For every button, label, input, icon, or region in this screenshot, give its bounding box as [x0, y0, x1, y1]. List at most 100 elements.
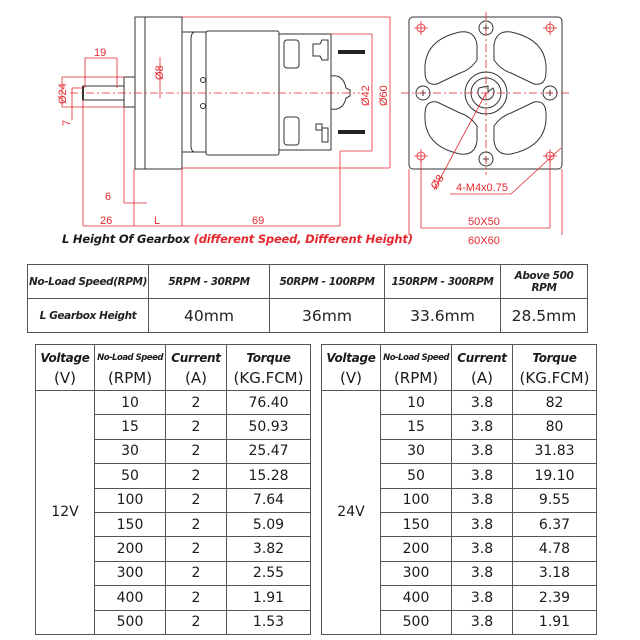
rpm-cell: 400	[380, 585, 452, 611]
torque-cell: 1.91	[226, 585, 311, 611]
current-cell: 2	[165, 560, 227, 587]
current-cell: 2	[165, 414, 227, 440]
header-current: Current(A)	[451, 344, 513, 391]
speed-range: 5RPM - 30RPM	[148, 264, 270, 299]
header-speed: No-Load Speed(RPM)	[380, 344, 452, 391]
torque-cell: 2.55	[226, 560, 311, 587]
current-cell: 3.8	[451, 463, 513, 489]
spec-header-row: Voltage(V) No-Load Speed(RPM) Current(A)…	[321, 344, 597, 391]
dim-front-d8: Ø8	[429, 173, 447, 192]
current-cell: 3.8	[451, 609, 513, 635]
current-cell: 3.8	[451, 585, 513, 611]
dim-mount-holes: 4-M4x0.75	[456, 182, 508, 194]
rpm-cell: 500	[94, 609, 166, 635]
header-torque: Torque(KG.FCM)	[226, 344, 311, 391]
dim-d42: Ø42	[360, 85, 372, 106]
torque-cell: 1.91	[512, 609, 597, 635]
current-cell: 2	[165, 463, 227, 489]
dim-7: 7	[61, 120, 73, 126]
rpm-cell: 300	[94, 560, 166, 587]
terminal-wires	[338, 50, 365, 134]
rpm-cell: 30	[94, 438, 166, 465]
current-cell: 2	[165, 389, 227, 416]
torque-cell: 15.28	[226, 463, 311, 489]
rpm-cell: 200	[94, 536, 166, 562]
rpm-cell: 100	[94, 487, 166, 513]
mounting-holes	[414, 21, 557, 163]
dim-L: L	[154, 215, 160, 227]
rpm-cell: 300	[380, 560, 452, 587]
dim-d60: Ø60	[378, 85, 390, 106]
side-view-dimensions	[61, 16, 391, 227]
drawing-caption: L Height Of Gearbox (different Speed, Di…	[62, 232, 413, 246]
caption-main: L Height Of Gearbox	[62, 232, 190, 246]
current-cell: 2	[165, 487, 227, 513]
lobe-top-right	[493, 31, 547, 85]
torque-cell: 1.53	[226, 609, 311, 635]
gearbox-height-value: 40mm	[148, 298, 270, 333]
torque-cell: 80	[512, 414, 597, 440]
lobe-bottom-left	[424, 101, 478, 155]
gearbox-height-table: No-Load Speed(RPM) 5RPM - 30RPM 50RPM - …	[27, 264, 588, 333]
dim-69: 69	[252, 215, 264, 227]
voltage-cell: 12V	[35, 390, 95, 635]
rpm-cell: 10	[94, 389, 166, 416]
front-view-dimension-labels: Ø8 4-M4x0.75 50X50	[429, 173, 508, 228]
row-label-speed: No-Load Speed(RPM)	[27, 264, 149, 299]
dim-d8: Ø8	[154, 65, 166, 80]
header-voltage: Voltage(V)	[35, 344, 95, 391]
rpm-cell: 150	[380, 511, 452, 538]
dim-6: 6	[105, 191, 111, 203]
current-cell: 2	[165, 438, 227, 465]
header-torque: Torque(KG.FCM)	[512, 344, 597, 391]
torque-cell: 5.09	[226, 511, 311, 538]
spec-header-row: Voltage(V) No-Load Speed(RPM) Current(A)…	[35, 344, 311, 391]
torque-cell: 3.82	[226, 536, 311, 562]
current-cell: 3.8	[451, 389, 513, 416]
rpm-cell: 50	[380, 463, 452, 489]
rpm-cell: 15	[380, 414, 452, 440]
dim-d24: Ø24	[57, 83, 69, 104]
dim-26: 26	[100, 215, 112, 227]
torque-cell: 7.64	[226, 487, 311, 513]
current-cell: 3.8	[451, 511, 513, 538]
rpm-cell: 200	[380, 536, 452, 562]
rpm-cell: 15	[94, 414, 166, 440]
dim-50x50: 50X50	[468, 216, 500, 228]
current-cell: 2	[165, 536, 227, 562]
torque-cell: 3.18	[512, 560, 597, 587]
header-current: Current(A)	[165, 344, 227, 391]
motor-endcap	[278, 33, 332, 151]
current-cell: 3.8	[451, 560, 513, 587]
row-label-height: L Gearbox Height	[27, 298, 149, 333]
motor-technical-drawing: 19 Ø8 Ø24 7 6 26 L 69 Ø42 Ø60	[57, 12, 570, 235]
speed-range: Above 500 RPM	[500, 264, 588, 299]
dim-60x60: 60X60	[468, 235, 500, 247]
rpm-cell: 100	[380, 487, 452, 513]
speed-range: 150RPM - 300RPM	[384, 264, 501, 299]
torque-cell: 50.93	[226, 414, 311, 440]
rpm-cell: 400	[94, 585, 166, 611]
torque-cell: 19.10	[512, 463, 597, 489]
current-cell: 3.8	[451, 414, 513, 440]
current-cell: 2	[165, 609, 227, 635]
gearbox-height-value: 33.6mm	[384, 298, 501, 333]
header-speed: No-Load Speed(RPM)	[94, 344, 166, 391]
front-view-width-label: 60X60	[468, 235, 500, 247]
gearbox-height-row: L Gearbox Height 40mm 36mm 33.6mm 28.5mm	[27, 298, 588, 333]
spec-table-12v: Voltage(V) No-Load Speed(RPM) Current(A)…	[35, 344, 311, 635]
